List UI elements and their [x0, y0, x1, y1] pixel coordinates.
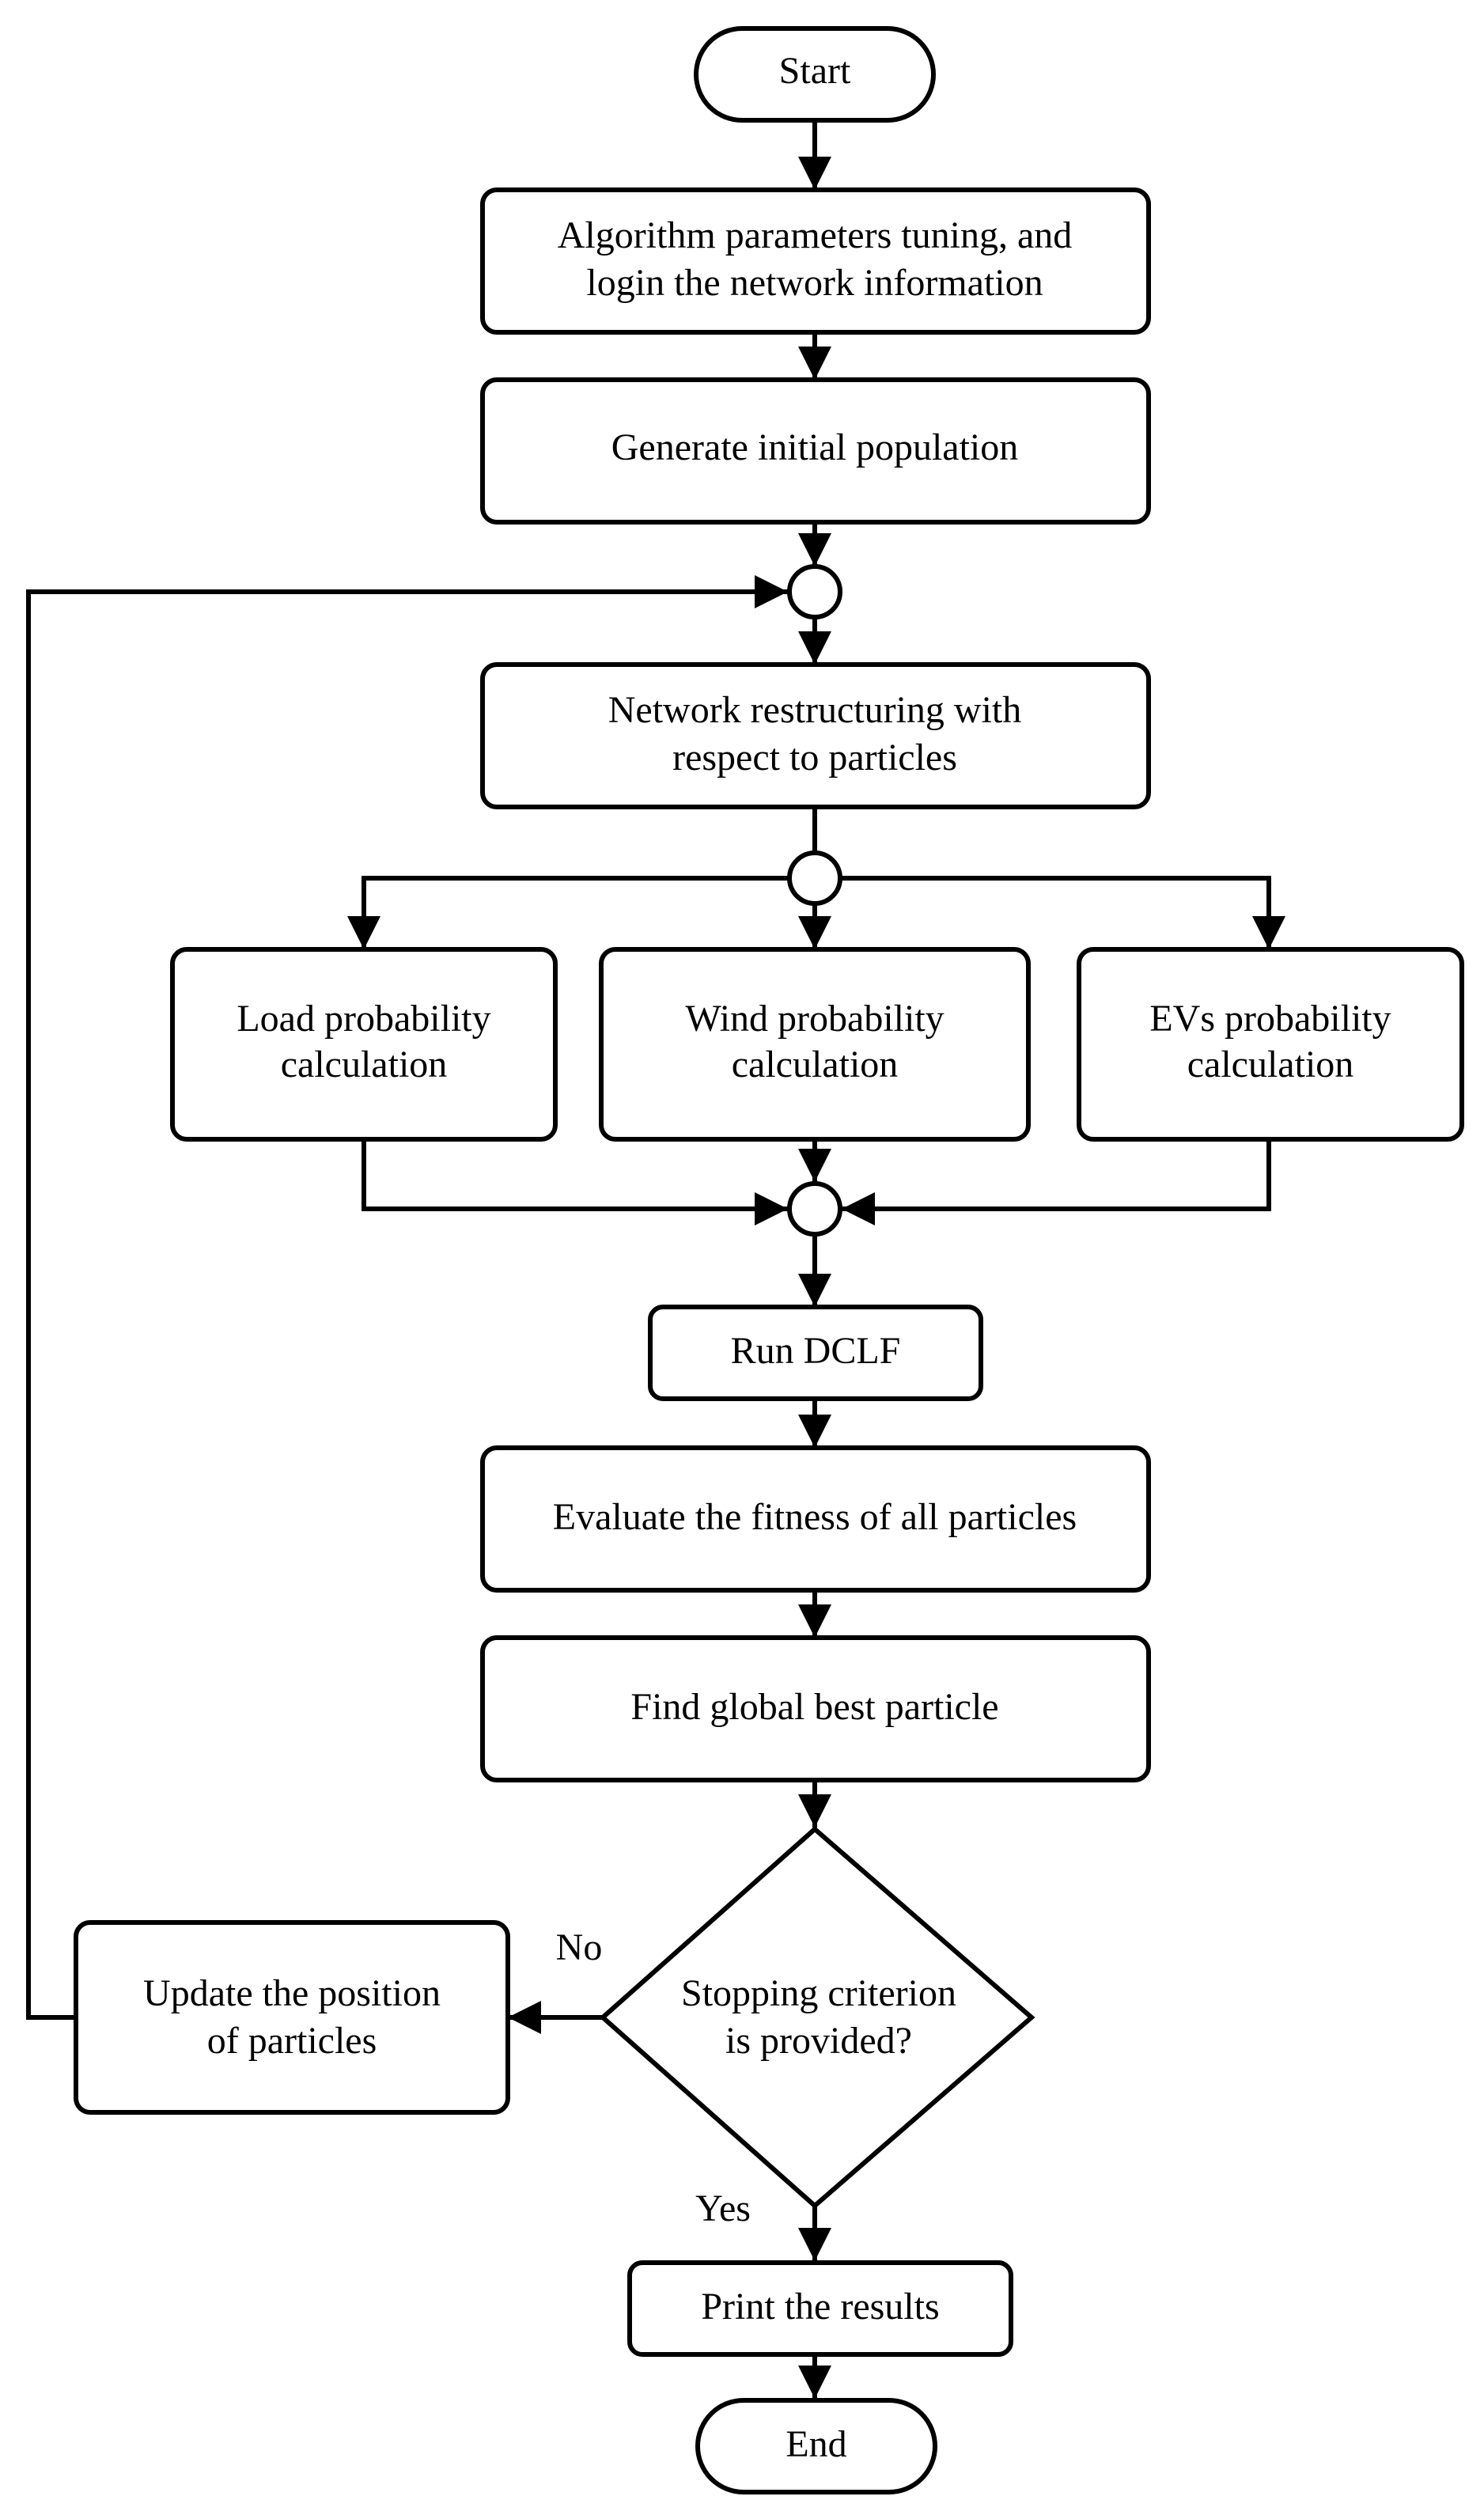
print-results-box: Print the results	[627, 2260, 1013, 2357]
update-position-label-line2: of particles	[207, 2020, 377, 2062]
decision-label-line1: Stopping criterion	[681, 1972, 956, 2014]
arrow-ev-to-merge	[842, 1139, 1271, 1225]
split-junction-circle	[787, 850, 842, 906]
ev-probability-box: EVs probability calculation	[1077, 947, 1464, 1142]
fitness-box: Evaluate the fitness of all particles	[480, 1445, 1151, 1593]
update-position-box: Update the position of particles	[74, 1920, 510, 2115]
wind-probability-label-line1: Wind probability	[685, 998, 944, 1040]
load-probability-label-line1: Load probability	[237, 998, 490, 1040]
yes-branch-label: Yes	[695, 2188, 751, 2229]
load-probability-box: Load probability calculation	[170, 947, 558, 1142]
fitness-label: Evaluate the fitness of all particles	[553, 1496, 1077, 1538]
load-probability-label-line2: calculation	[281, 1044, 448, 1085]
restructure-label-line1: Network restructuring with	[608, 689, 1022, 731]
end-label: End	[786, 2423, 846, 2465]
arrow-update-loop-back	[26, 575, 788, 2020]
arrow-load-to-merge	[362, 1139, 788, 1225]
end-terminal: End	[695, 2398, 937, 2494]
params-process-box: Algorithm parameters tuning, and login t…	[480, 188, 1151, 335]
wind-probability-box: Wind probability calculation	[599, 947, 1031, 1142]
arrow-split-to-ev	[840, 876, 1285, 949]
no-branch-label: No	[556, 1926, 603, 1968]
ev-probability-label-line1: EVs probability	[1149, 998, 1391, 1040]
arrow-split-to-load	[347, 876, 789, 949]
dclf-label: Run DCLF	[731, 1330, 901, 1372]
connectors	[26, 122, 1285, 2399]
init-population-box: Generate initial population	[480, 377, 1151, 525]
decision-label-line2: is provided?	[725, 2020, 912, 2062]
wind-probability-label-line2: calculation	[732, 1044, 899, 1085]
loop-junction-circle	[787, 564, 842, 619]
restructure-label-line2: respect to particles	[672, 737, 957, 778]
update-position-label-line1: Update the position	[143, 1972, 441, 2014]
print-results-label: Print the results	[701, 2286, 939, 2328]
params-label-line1: Algorithm parameters tuning, and	[558, 214, 1073, 256]
start-label: Start	[779, 50, 851, 92]
start-terminal: Start	[694, 26, 936, 123]
restructure-box: Network restructuring with respect to pa…	[480, 662, 1151, 809]
ev-probability-label-line2: calculation	[1187, 1044, 1354, 1085]
global-best-label: Find global best particle	[630, 1686, 998, 1728]
merge-junction-circle	[787, 1181, 842, 1237]
stopping-criterion-decision: Stopping criterion is provided?	[599, 1826, 1035, 2209]
global-best-box: Find global best particle	[480, 1635, 1151, 1782]
dclf-box: Run DCLF	[648, 1305, 983, 1401]
init-population-label: Generate initial population	[611, 426, 1019, 468]
params-label-line2: login the network information	[586, 262, 1043, 304]
